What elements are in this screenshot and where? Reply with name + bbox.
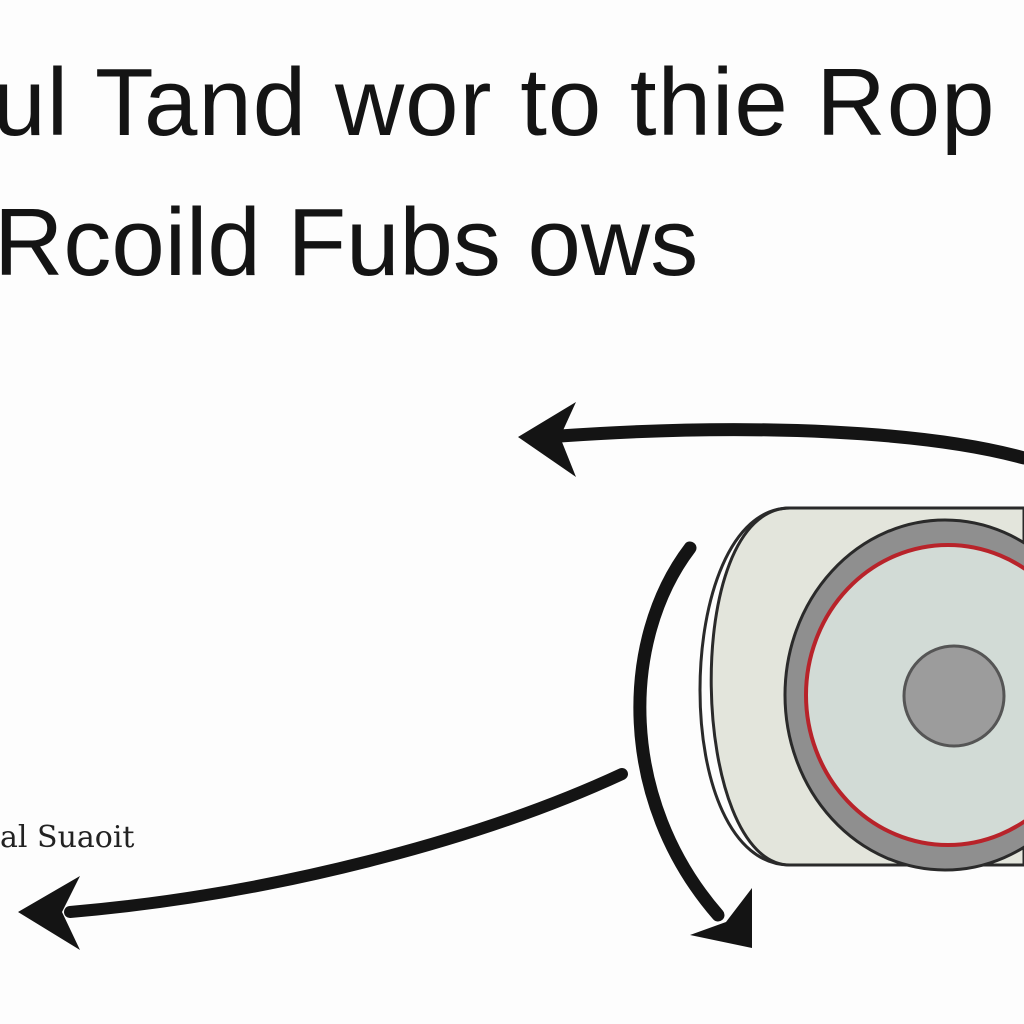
roll-icon [698, 506, 1024, 872]
side-label: al Suaoit [0, 820, 135, 855]
arrow-down-curved-icon [633, 541, 752, 948]
title-line-2: Rcoild Fubs ows [0, 189, 699, 296]
arrow-left-bottom-icon [18, 768, 628, 950]
arrow-left-top-icon [518, 402, 1024, 477]
title-line-1: lul Tand wor to thie Rop [0, 49, 996, 156]
